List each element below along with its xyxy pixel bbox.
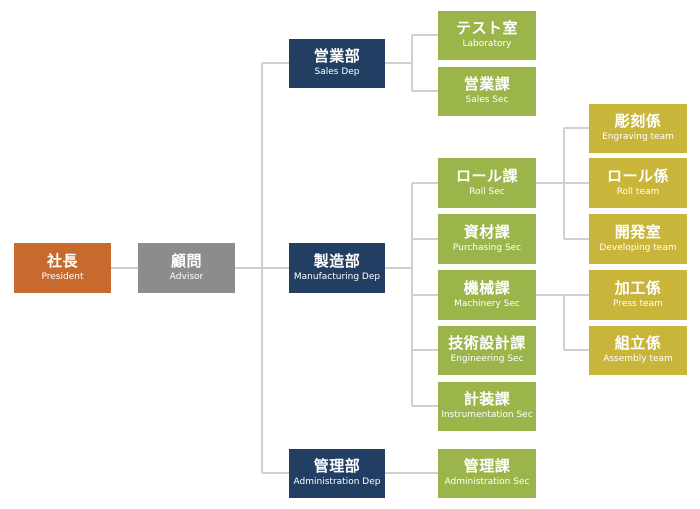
node-title: 加工係 xyxy=(614,278,662,297)
node-title: 計装課 xyxy=(463,390,511,409)
president-node: 社長 President xyxy=(14,243,111,293)
node-subtitle: Administration Sec xyxy=(444,477,530,488)
developing-team-node: 開発室 Developing team xyxy=(589,214,687,264)
node-subtitle: Sales Dep xyxy=(314,67,360,78)
node-subtitle: Roll Sec xyxy=(469,186,505,197)
node-title: ロール係 xyxy=(606,166,669,185)
roll-section-node: ロール課 Roll Sec xyxy=(438,158,536,208)
node-title: 顧問 xyxy=(170,251,202,270)
node-title: 彫刻係 xyxy=(614,112,662,131)
node-title: ロール課 xyxy=(455,166,518,185)
node-title: 資材課 xyxy=(463,222,511,241)
purchasing-section-node: 資材課 Purchasing Sec xyxy=(438,214,536,264)
node-subtitle: Administration Dep xyxy=(293,477,381,488)
administration-department-node: 管理部 Administration Dep xyxy=(289,449,385,498)
node-subtitle: Manufacturing Dep xyxy=(293,271,381,282)
sales-section-node: 営業課 Sales Sec xyxy=(438,67,536,116)
assembly-team-node: 組立係 Assembly team xyxy=(589,326,687,375)
sales-department-node: 営業部 Sales Dep xyxy=(289,39,385,88)
node-title: テスト室 xyxy=(455,19,518,38)
press-team-node: 加工係 Press team xyxy=(589,270,687,320)
node-title: 製造部 xyxy=(313,251,361,270)
node-subtitle: Sales Sec xyxy=(465,95,509,106)
node-subtitle: Instrumentation Sec xyxy=(441,410,533,421)
node-subtitle: Engineering Sec xyxy=(450,354,524,365)
node-subtitle: Purchasing Sec xyxy=(452,242,522,253)
node-subtitle: Press team xyxy=(613,298,663,309)
roll-team-node: ロール係 Roll team xyxy=(589,158,687,208)
machinery-section-node: 機械課 Machinery Sec xyxy=(438,270,536,320)
manufacturing-department-node: 製造部 Manufacturing Dep xyxy=(289,243,385,293)
node-title: 営業部 xyxy=(313,47,361,66)
node-title: 社長 xyxy=(46,251,78,270)
node-title: 機械課 xyxy=(463,278,511,297)
node-subtitle: Assembly team xyxy=(603,354,673,365)
node-title: 管理部 xyxy=(313,457,361,476)
engineering-section-node: 技術設計課 Engineering Sec xyxy=(438,326,536,375)
node-title: 開発室 xyxy=(614,222,662,241)
node-subtitle: Advisor xyxy=(169,271,204,282)
node-subtitle: Developing team xyxy=(599,242,677,253)
advisor-node: 顧問 Advisor xyxy=(138,243,235,293)
node-subtitle: Laboratory xyxy=(462,39,512,50)
administration-section-node: 管理課 Administration Sec xyxy=(438,449,536,498)
node-title: 組立係 xyxy=(614,334,662,353)
node-subtitle: Machinery Sec xyxy=(454,298,520,309)
node-subtitle: Engraving team xyxy=(602,132,674,143)
instrumentation-section-node: 計装課 Instrumentation Sec xyxy=(438,382,536,431)
node-title: 営業課 xyxy=(463,75,511,94)
engraving-team-node: 彫刻係 Engraving team xyxy=(589,104,687,153)
node-title: 技術設計課 xyxy=(448,334,526,353)
node-subtitle: Roll team xyxy=(616,186,660,197)
node-subtitle: President xyxy=(41,271,84,282)
node-title: 管理課 xyxy=(463,457,511,476)
laboratory-section-node: テスト室 Laboratory xyxy=(438,11,536,60)
